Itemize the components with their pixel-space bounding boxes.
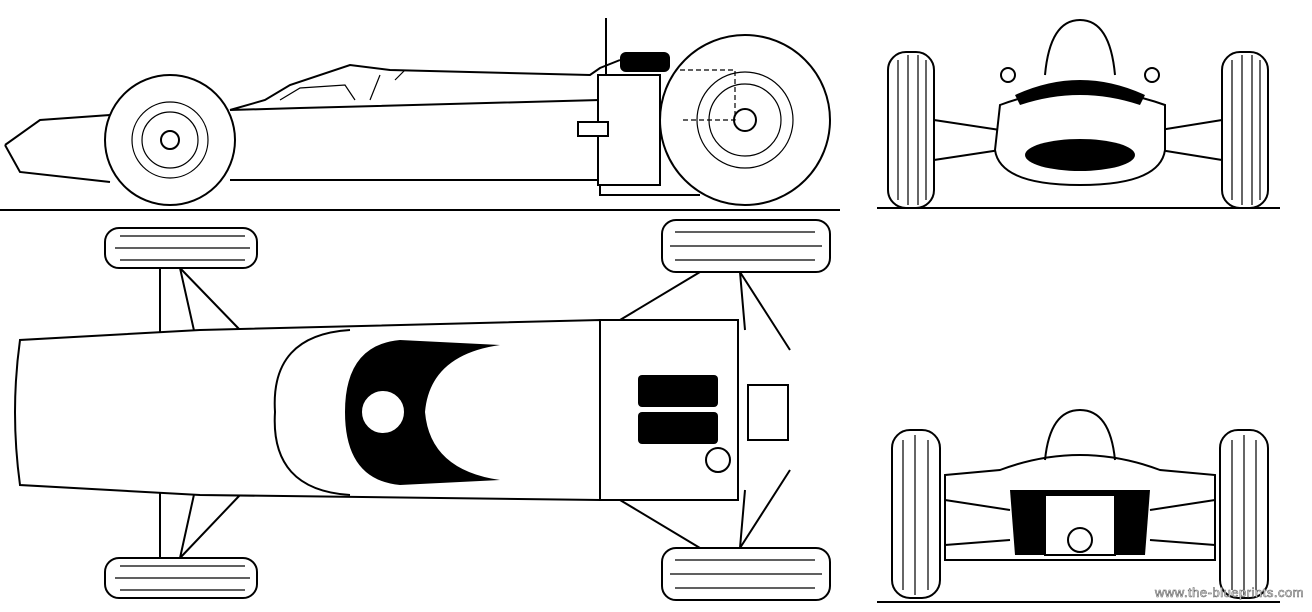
rear-rollbar — [1044, 408, 1116, 461]
side-intake — [620, 52, 670, 72]
top-gearbox — [747, 384, 789, 441]
side-mount — [577, 121, 609, 137]
top-body — [14, 318, 601, 502]
side-nose — [4, 114, 111, 183]
side-body — [229, 59, 700, 196]
watermark: www.the-blueprints.com — [1155, 585, 1304, 601]
side-front-wheel — [104, 74, 236, 206]
side-view — [0, 18, 840, 211]
side-rear-wheel — [659, 34, 831, 206]
front-suspension — [933, 119, 1223, 161]
rear-left-tyre — [891, 429, 941, 599]
front-view — [877, 18, 1280, 209]
side-cockpit — [279, 69, 406, 101]
top-cockpit — [345, 340, 500, 485]
front-right-tyre — [1221, 51, 1269, 209]
rear-view — [877, 408, 1280, 603]
top-engine-cover — [599, 319, 739, 501]
rear-suspension — [944, 499, 1216, 546]
front-left-tyre — [887, 51, 935, 209]
side-hidden-lines — [680, 69, 736, 121]
front-air-intake — [1025, 139, 1135, 171]
top-cowl — [273, 329, 351, 496]
top-view — [14, 219, 831, 601]
top-rear-suspension — [619, 271, 791, 549]
front-rollbar — [1044, 18, 1116, 76]
top-steering-wheel — [360, 389, 406, 435]
top-front-suspension — [159, 267, 241, 559]
